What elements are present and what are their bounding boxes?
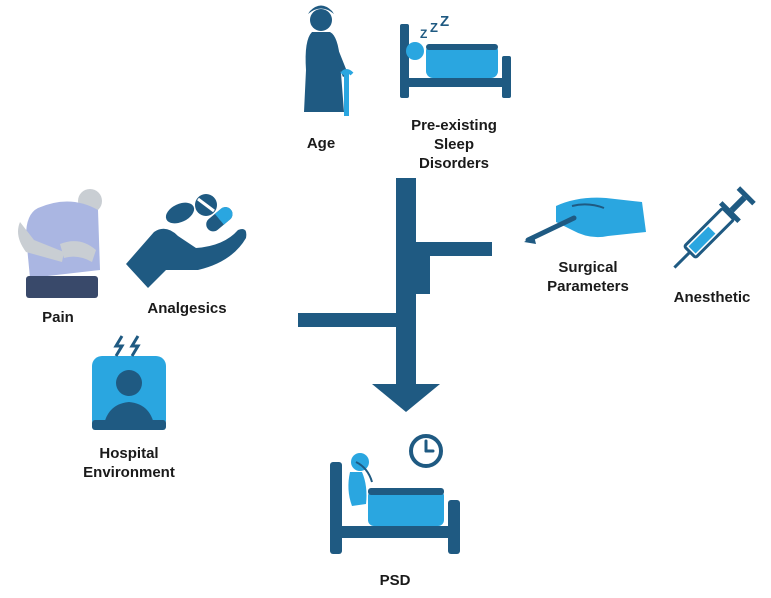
label-pain: Pain <box>42 309 74 326</box>
svg-text:Z: Z <box>420 27 427 41</box>
label-hospital-environment: Hospital Environment <box>83 445 175 481</box>
syringe-icon <box>673 186 756 269</box>
bed-clock-icon <box>330 434 460 554</box>
label-age: Age <box>306 135 336 152</box>
label-analgesics: Analgesics <box>147 300 227 317</box>
scalpel-hand-icon <box>524 197 646 244</box>
label-sleep-disorders: Pre-existing Sleep Disorders <box>411 117 497 172</box>
label-psd: PSD <box>379 572 411 589</box>
converging-arrow <box>298 178 492 412</box>
sleeping-bed-icon: Z Z Z <box>400 13 511 98</box>
arrow-left-branch-h <box>298 313 396 327</box>
arrow-head <box>372 384 440 412</box>
pills-hand-icon <box>126 194 247 288</box>
elderly-person-icon <box>304 5 354 116</box>
stressed-head-icon <box>92 335 166 430</box>
svg-text:Z: Z <box>430 20 438 35</box>
arrow-right-branch-h <box>416 242 492 256</box>
svg-text:Z: Z <box>440 13 449 30</box>
label-anesthetic: Anesthetic <box>673 289 751 306</box>
label-surgical-parameters: Surgical Parameters <box>547 259 629 295</box>
arrow-main-stem <box>396 178 416 390</box>
arrow-right-branch-v <box>416 242 430 294</box>
pain-person-icon <box>18 189 102 298</box>
